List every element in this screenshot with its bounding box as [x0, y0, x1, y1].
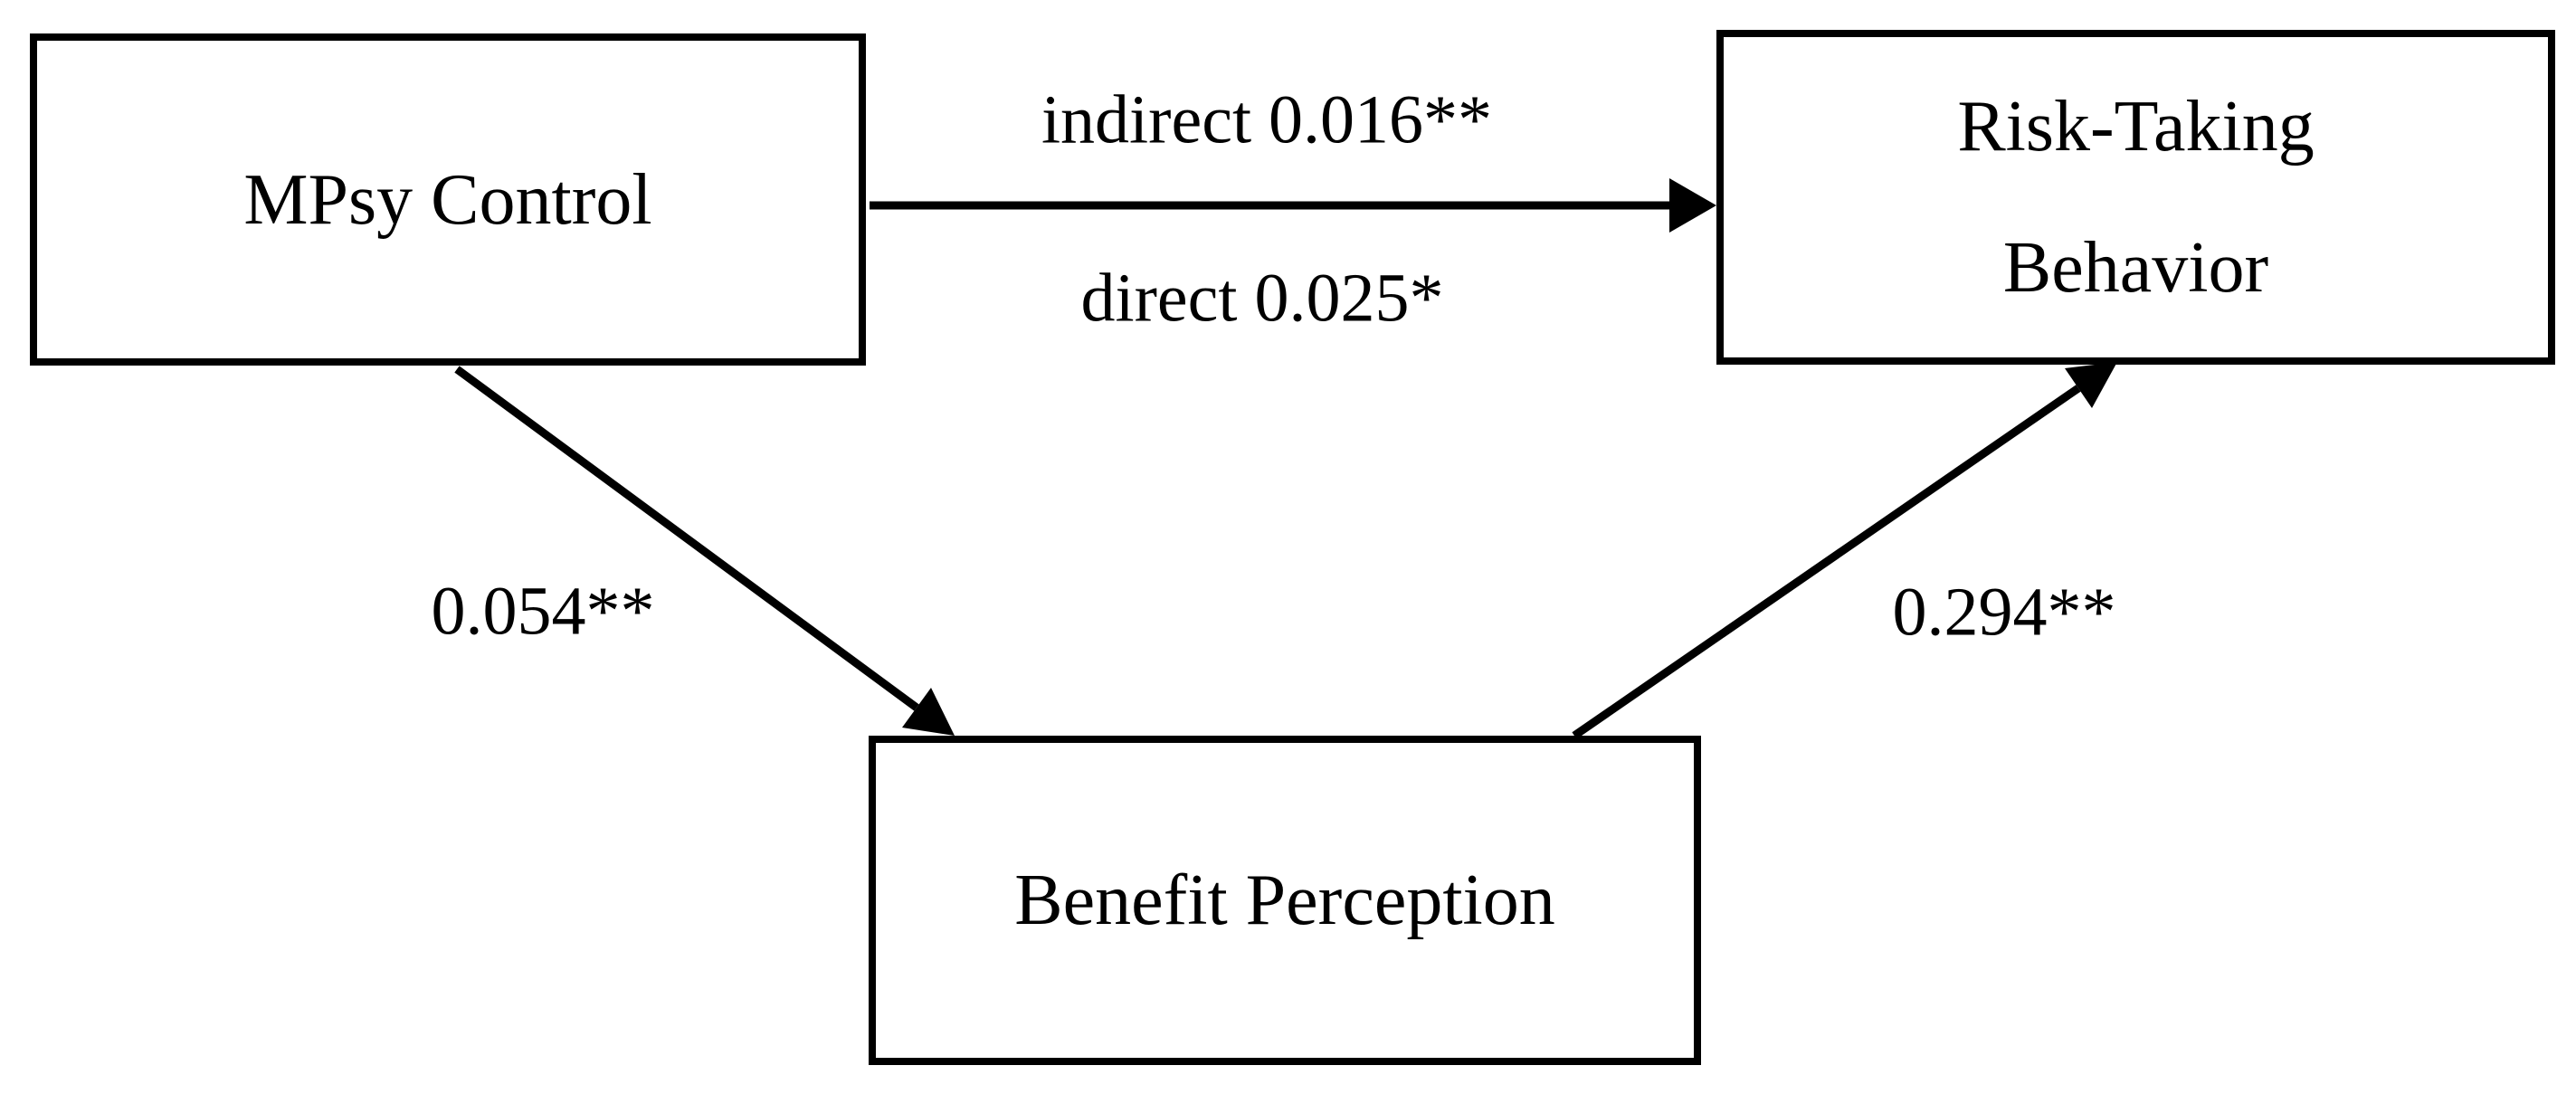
node-risk-label-line2: Behavior	[2002, 228, 2269, 308]
arrowhead-icon	[2065, 362, 2117, 408]
edge-label-mpsy-to-benefit: 0.054**	[431, 573, 655, 650]
node-mpsy-control: MPsy Control	[30, 33, 866, 366]
node-mpsy-control-label: MPsy Control	[243, 159, 652, 240]
node-risk-taking-behavior: Risk-Taking Behavior	[1716, 30, 2555, 365]
arrow-benefit-to-risk	[1572, 362, 2117, 739]
node-risk-label-line1: Risk-Taking	[1957, 87, 2315, 166]
arrow-mpsy-to-risk	[870, 178, 1716, 233]
node-risk-taking-behavior-label: Risk-Taking Behavior	[1957, 56, 2314, 338]
edge-label-benefit-to-risk: 0.294**	[1892, 574, 2116, 651]
node-benefit-perception-label: Benefit Perception	[1014, 861, 1555, 940]
edge-label-direct-effect: direct 0.025*	[1080, 260, 1444, 337]
arrowhead-icon	[902, 688, 955, 736]
arrowhead-icon	[1669, 178, 1716, 233]
node-benefit-perception: Benefit Perception	[869, 736, 1701, 1065]
arrow-mpsy-to-benefit	[454, 366, 955, 736]
edge-label-indirect-effect: indirect 0.016**	[1041, 81, 1493, 158]
